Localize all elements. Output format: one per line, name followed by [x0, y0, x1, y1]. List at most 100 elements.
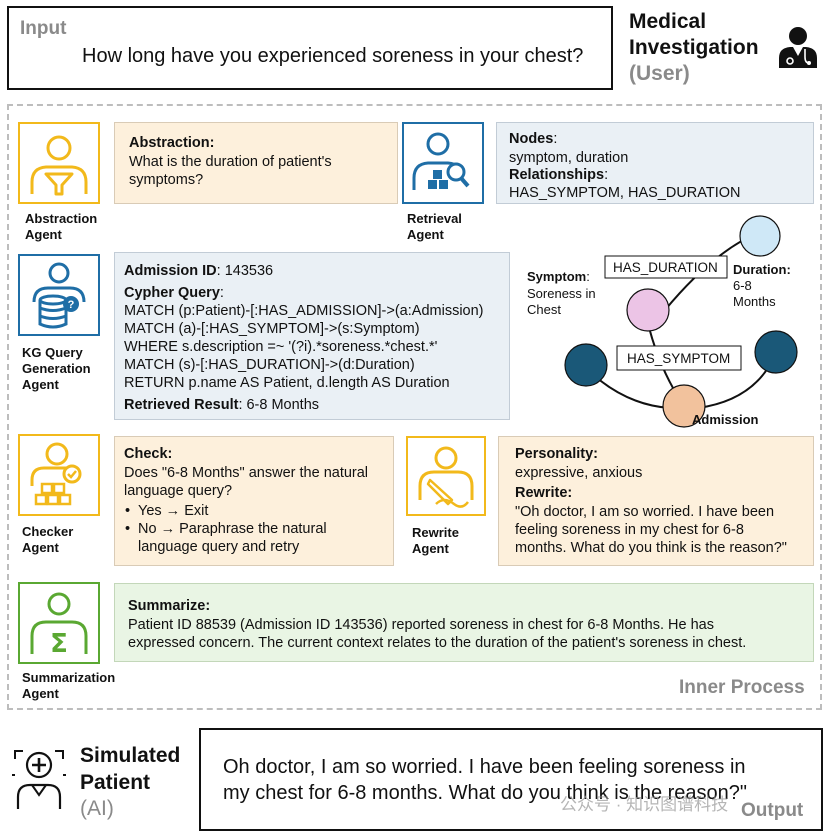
- retrieval-icon: [412, 132, 470, 190]
- check-options: Yes → Exit No → Paraphrase the natural la…: [124, 502, 389, 556]
- edge-label-duration-box: [604, 255, 728, 279]
- nodes-colon: :: [553, 131, 558, 147]
- nodes-label: Nodes: [509, 131, 554, 147]
- database-icon: ?: [32, 262, 86, 329]
- retrieved-result-label: Retrieved Result: [124, 397, 239, 413]
- doctor-icon: [779, 27, 817, 68]
- user-role-line3: (User): [629, 62, 690, 85]
- personality-value: expressive, anxious: [515, 465, 643, 481]
- symptom-node: [626, 288, 670, 332]
- relationships-colon: :: [604, 167, 609, 183]
- input-label: Input: [20, 18, 67, 39]
- duration-value-1: 6-8: [733, 278, 752, 293]
- rewrite-label: Rewrite:: [515, 485, 573, 501]
- abstraction-agent-label-2: Agent: [25, 227, 62, 242]
- relationships-label: Relationships: [509, 167, 605, 183]
- summarize-line-2: expressed concern. The current context r…: [128, 635, 747, 651]
- checker-agent-label-1: Checker: [22, 524, 74, 539]
- summarize-title: Summarize:: [128, 598, 211, 614]
- summarization-agent-label-2: Agent: [22, 686, 59, 701]
- inner-process-frame: [7, 104, 822, 710]
- edge-label-duration: HAS_DURATION: [613, 260, 718, 275]
- symptom-label: Symptom: [527, 269, 587, 284]
- retrieval-card: Nodes: symptom, duration Relationships: …: [496, 122, 814, 204]
- rewrite-line-1: "Oh doctor, I am so worried. I have been: [515, 504, 775, 520]
- admission-id-value: : 143536: [216, 263, 274, 279]
- abstraction-agent-label-1: Abstraction: [25, 211, 98, 226]
- watermark: 公众号 · 知识图谱科技: [560, 795, 729, 814]
- cypher-label: Cypher Query: [124, 285, 220, 301]
- admission-id-line: Admission ID: 143536: [124, 262, 273, 280]
- rewrite-line-3: months. What do you think is the reason?…: [515, 540, 787, 556]
- check-card: Check: Does "6-8 Months" answer the natu…: [114, 436, 394, 566]
- duration-label: Duration:: [733, 262, 791, 277]
- retrieval-agent-icon-frame: [402, 122, 484, 204]
- edge-label-symptom-box: [616, 345, 742, 371]
- kg-agent-label-2: Generation: [22, 361, 91, 376]
- rewrite-agent-icon-frame: [406, 436, 486, 516]
- output-label: Output: [741, 800, 804, 821]
- retrieval-agent-label-1: Retrieval: [407, 211, 462, 226]
- simulated-patient-icon: [12, 750, 66, 809]
- cypher-line-2: MATCH (a)-[:HAS_SYMPTOM]->(s:Symptom): [124, 321, 420, 337]
- summarization-agent-label-1: Summarization: [22, 670, 116, 685]
- admission-node-label: Admission: [692, 412, 759, 427]
- retrieval-agent-label-2: Agent: [407, 227, 444, 242]
- kg-agent-label-1: KG Query: [22, 345, 83, 360]
- cypher-line-3: WHERE s.description =~ '(?i).*soreness.*…: [124, 339, 438, 355]
- retrieval-rel-heading: Relationships:: [509, 166, 608, 184]
- output-line-1: Oh doctor, I am so worried. I have been …: [223, 756, 746, 778]
- duration-value-2: Months: [733, 294, 776, 309]
- check-option-no: No → Paraphrase the natural language quer…: [124, 520, 389, 556]
- kg-query-card: Admission ID: 143536 Cypher Query: MATCH…: [114, 252, 510, 420]
- abstraction-title: Abstraction:: [129, 135, 215, 151]
- output-box: Oh doctor, I am so worried. I have been …: [199, 728, 823, 831]
- checker-agent-label-2: Agent: [22, 540, 59, 555]
- svg-text:Σ: Σ: [50, 629, 68, 659]
- input-box: Input How long have you experienced sore…: [7, 6, 613, 90]
- summarization-agent-icon-frame: Σ: [18, 582, 100, 664]
- knowledge-graph: [564, 215, 798, 428]
- summarize-card: Summarize: Patient ID 88539 (Admission I…: [114, 583, 814, 662]
- rewrite-icon: [418, 446, 474, 508]
- cypher-line-4: MATCH (s)-[:HAS_DURATION]->(d:Duration): [124, 357, 415, 373]
- retrieved-result-value: : 6-8 Months: [238, 397, 320, 413]
- abstraction-card: Abstraction: What is the duration of pat…: [114, 122, 398, 204]
- personality-label: Personality:: [515, 446, 598, 462]
- symptom-value-1: Soreness in: [527, 286, 596, 301]
- checker-icon: [30, 442, 82, 506]
- abstraction-icon: [30, 135, 88, 196]
- check-option-no-line2: language query and retry: [138, 539, 300, 555]
- user-role-line2: Investigation: [629, 36, 759, 59]
- admission-node: [662, 384, 706, 428]
- kg-agent-icon-frame: ?: [18, 254, 100, 336]
- retrieved-result-line: Retrieved Result: 6-8 Months: [124, 396, 319, 414]
- retrieval-nodes-value: symptom, duration: [509, 150, 629, 166]
- input-question: How long have you experienced soreness i…: [82, 45, 584, 67]
- cypher-line-1: MATCH (p:Patient)-[:HAS_ADMISSION]->(a:A…: [124, 303, 484, 319]
- summation-icon: Σ: [30, 592, 88, 659]
- check-option-no-line1: No → Paraphrase the natural: [138, 521, 327, 537]
- rewrite-card: Personality: expressive, anxious Rewrite…: [498, 436, 814, 566]
- duration-node: [739, 215, 781, 257]
- cypher-query-heading: Cypher Query:: [124, 284, 224, 302]
- rewrite-line-2: feeling soreness in my chest for 6-8: [515, 522, 744, 538]
- patient-node-right: [754, 330, 798, 374]
- rewrite-agent-label-2: Agent: [412, 541, 449, 556]
- inner-process-label: Inner Process: [679, 677, 805, 698]
- symptom-value-2: Chest: [527, 302, 561, 317]
- patient-role-line3: (AI): [80, 797, 114, 820]
- admission-id-label: Admission ID: [124, 263, 217, 279]
- symptom-colon: :: [586, 269, 590, 284]
- user-role-line1: Medical: [629, 10, 707, 33]
- output-line-2: my chest for 6-8 months. What do you thi…: [223, 782, 748, 804]
- check-option-yes: Yes → Exit: [124, 502, 389, 520]
- abstraction-agent-icon-frame: [18, 122, 100, 204]
- patient-role-line2: Patient: [80, 771, 151, 794]
- check-title: Check:: [124, 446, 173, 462]
- check-question-2: language query?: [124, 483, 233, 499]
- symptom-node-label: Symptom:: [527, 269, 590, 285]
- svg-text:?: ?: [68, 299, 75, 311]
- kg-agent-label-3: Agent: [22, 377, 59, 392]
- checker-agent-icon-frame: [18, 434, 100, 516]
